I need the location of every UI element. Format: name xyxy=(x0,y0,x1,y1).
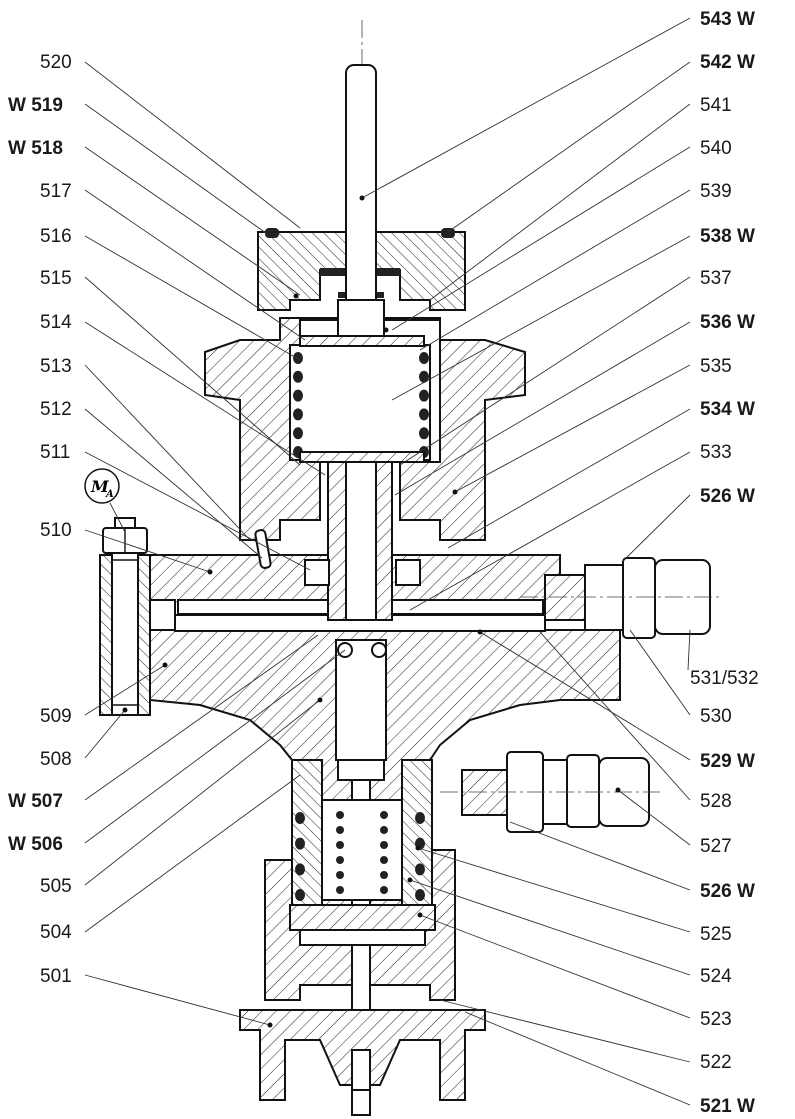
spring-coil xyxy=(293,352,303,364)
ball-right xyxy=(371,642,387,658)
spring-coil xyxy=(293,370,303,383)
label-525: 525 xyxy=(700,924,732,945)
label-526-upper: 526 W xyxy=(700,486,755,507)
labels-right: 543 W 542 W 541 540 539 538 W 537 536 W … xyxy=(690,9,759,1117)
label-538: 538 W xyxy=(700,226,755,247)
spring-coil xyxy=(419,352,429,364)
spring-coil xyxy=(380,871,388,879)
guide-bushing-right xyxy=(395,559,421,586)
label-540: 540 xyxy=(700,138,732,159)
label-505: 505 xyxy=(40,876,72,897)
spring-coil xyxy=(419,408,429,421)
spring-coil xyxy=(293,389,303,402)
spring-coil xyxy=(336,856,344,864)
label-528: 528 xyxy=(700,791,732,812)
label-501: 501 xyxy=(40,966,72,987)
upper-spring xyxy=(289,335,431,463)
label-515: 515 xyxy=(40,268,72,289)
label-534: 534 W xyxy=(700,399,755,420)
label-543: 543 W xyxy=(700,9,755,30)
label-504: 504 xyxy=(40,922,72,943)
spring-coil xyxy=(336,871,344,879)
label-506: W 506 xyxy=(8,834,63,855)
spring-coil xyxy=(336,811,344,819)
label-507: W 507 xyxy=(8,791,63,812)
spring-coil xyxy=(419,389,429,402)
label-526-lower: 526 W xyxy=(700,881,755,902)
label-529: 529 W xyxy=(700,751,755,772)
label-524: 524 xyxy=(700,966,732,987)
spring-coil xyxy=(293,427,303,440)
label-511: 511 xyxy=(40,442,70,463)
leader-lines-left xyxy=(84,61,346,1026)
bolt-and-nut xyxy=(102,517,148,554)
spring-coil xyxy=(380,826,388,834)
torque-symbol-main: M xyxy=(90,477,110,496)
labels-left: 520 W 519 W 518 517 516 515 514 513 512 … xyxy=(8,52,72,987)
label-533: 533 xyxy=(700,442,732,463)
label-519: W 519 xyxy=(8,95,63,116)
bottom-adapter xyxy=(239,1009,486,1101)
torque-symbol: M A xyxy=(84,468,126,533)
label-512: 512 xyxy=(40,399,72,420)
label-514: 514 xyxy=(40,312,72,333)
lower-right-fitting xyxy=(440,751,660,833)
label-536: 536 W xyxy=(700,312,755,333)
spring-coil xyxy=(336,826,344,834)
label-509: 509 xyxy=(40,706,72,727)
lower-spring-assembly xyxy=(289,759,436,946)
label-537: 537 xyxy=(700,268,732,289)
label-542: 542 W xyxy=(700,52,755,73)
label-539: 539 xyxy=(700,181,732,202)
label-530: 530 xyxy=(700,706,732,727)
spring-coil xyxy=(380,856,388,864)
label-508: 508 xyxy=(40,749,72,770)
spring-coil xyxy=(415,863,425,876)
spring-coil xyxy=(295,863,305,876)
label-523: 523 xyxy=(700,1009,732,1030)
label-513: 513 xyxy=(40,356,72,377)
label-535: 535 xyxy=(700,356,732,377)
guide-bushing-left xyxy=(304,559,330,586)
spring-coil xyxy=(419,427,429,440)
torque-symbol-sub: A xyxy=(105,489,114,500)
upper-right-fitting xyxy=(520,557,720,639)
spring-coil xyxy=(380,886,388,894)
label-510: 510 xyxy=(40,520,72,541)
spring-coil xyxy=(336,841,344,849)
spring-coil xyxy=(380,841,388,849)
label-521: 521 W xyxy=(700,1096,755,1117)
leader-lines-right xyxy=(361,17,691,1106)
spring-coil xyxy=(336,886,344,894)
spring-coil xyxy=(380,811,388,819)
spring-coil xyxy=(295,889,305,901)
leader-dots xyxy=(122,195,621,1028)
label-516: 516 xyxy=(40,226,72,247)
spring-coil xyxy=(419,370,429,383)
label-522: 522 xyxy=(700,1052,732,1073)
label-531-532: 531/532 xyxy=(690,668,759,689)
spring-coil xyxy=(415,812,425,824)
spring-coil xyxy=(415,889,425,901)
label-520: 520 xyxy=(40,52,72,73)
spring-coil xyxy=(293,408,303,421)
label-527: 527 xyxy=(700,836,732,857)
label-541: 541 xyxy=(700,95,732,116)
label-518: W 518 xyxy=(8,138,63,159)
label-517: 517 xyxy=(40,181,72,202)
spring-coil xyxy=(295,837,305,850)
spring-coil xyxy=(295,812,305,824)
